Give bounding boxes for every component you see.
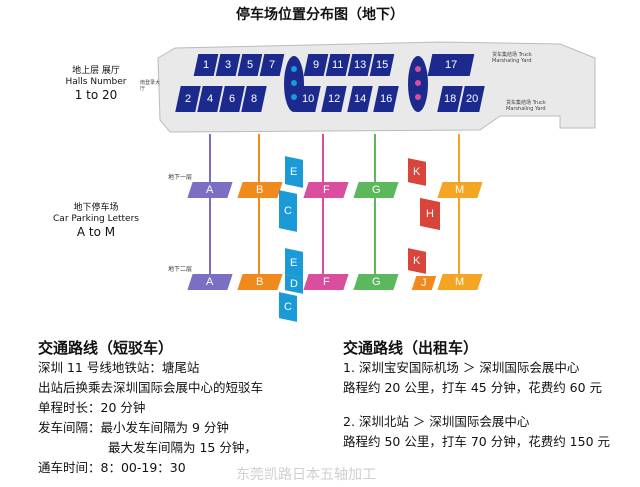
halls-label-en: Halls Number	[65, 77, 127, 87]
page-title: 停车场位置分布图（地下）	[236, 7, 404, 23]
connector-b	[258, 134, 260, 282]
parking-b2-m[interactable]: M	[437, 274, 483, 290]
parking-b2-e[interactable]: E	[285, 248, 303, 278]
connector-g	[374, 134, 376, 282]
shuttle-transfer: 出站后换乘去深圳国际会展中心的短驳车	[38, 380, 264, 395]
truck-yard-south-text: 货车集结场 Truck Marshaling Yard	[506, 100, 546, 112]
floor-b1-label: 地下一层	[168, 174, 193, 181]
parking-b1-c[interactable]: C	[279, 190, 297, 232]
parking-b1-b[interactable]: B	[237, 182, 283, 198]
parking-b2-f[interactable]: F	[303, 274, 349, 290]
floor-b2-label: 地下二层	[168, 266, 193, 273]
taxi-info: 1. 深圳宝安国际机场 ＞ 深圳国际会展中心 路程约 20 公里，打车 45 分…	[343, 358, 633, 452]
taxi-detail-2: 路程约 50 公里，打车 70 分钟，花费约 150 元	[343, 434, 611, 449]
parking-label-cn: 地下停车场	[73, 203, 119, 213]
halls-label: 地上层 展厅 Halls Number 1 to 20	[36, 66, 156, 102]
shuttle-info: 深圳 11 号线地铁站：塘尾站 出站后换乘去深圳国际会展中心的短驳车 单程时长：…	[38, 358, 328, 478]
parking-b1-e[interactable]: E	[285, 156, 303, 188]
shuttle-interval-min: 发车间隔：最小发车间隔为 9 分钟	[38, 420, 229, 435]
connector-f	[322, 134, 324, 282]
parking-b2-c[interactable]: C	[279, 292, 297, 322]
parking-label-range: A to M	[76, 225, 116, 239]
halls-label-cn: 地上层 展厅	[72, 66, 120, 76]
parking-b2-b[interactable]: B	[237, 274, 283, 290]
taxi-detail-1: 路程约 20 公里，打车 45 分钟，花费约 60 元	[343, 380, 603, 395]
truck-yard-north-text: 货车集结场 Truck Marshaling Yard	[492, 52, 532, 64]
marker-dot	[415, 94, 421, 100]
parking-b1-a[interactable]: A	[187, 182, 233, 198]
connector-a	[209, 134, 211, 282]
marker-dot	[291, 66, 297, 72]
taxi-route-1: 1. 深圳宝安国际机场 ＞ 深圳国际会展中心	[343, 360, 580, 375]
south-entrance-text: 南登录大厅	[140, 80, 161, 92]
parking-label-en: Car Parking Letters	[53, 214, 139, 224]
shuttle-interval-max: 最大发车间隔为 15 分钟，	[108, 440, 257, 455]
marker-dot	[415, 66, 421, 72]
marker-dot	[291, 80, 297, 86]
taxi-route-2: 2. 深圳北站 ＞ 深圳国际会展中心	[343, 414, 530, 429]
parking-b2-a[interactable]: A	[187, 274, 233, 290]
watermark: 东莞凯路日本五轴加工	[236, 467, 376, 483]
parking-label: 地下停车场 Car Parking Letters A to M	[36, 203, 156, 239]
parking-b1-g[interactable]: G	[353, 182, 399, 198]
hall-17[interactable]: 17	[427, 54, 475, 76]
taxi-heading: 交通路线（出租车）	[343, 339, 479, 357]
venue-outline	[157, 41, 596, 133]
connector-m	[458, 134, 460, 282]
shuttle-duration: 单程时长：20 分钟	[38, 400, 146, 415]
parking-b2-j[interactable]: J	[411, 276, 437, 290]
shuttle-hours: 通车时间：8：00-19：30	[38, 460, 186, 475]
parking-b2-g[interactable]: G	[353, 274, 399, 290]
marker-dot	[291, 94, 297, 100]
shuttle-station: 深圳 11 号线地铁站：塘尾站	[38, 360, 200, 375]
shuttle-heading: 交通路线（短驳车）	[38, 339, 174, 357]
parking-b1-h[interactable]: H	[420, 197, 440, 231]
parking-b1-k[interactable]: K	[408, 158, 426, 186]
parking-b1-m[interactable]: M	[437, 182, 483, 198]
parking-b2-d[interactable]: D	[285, 274, 303, 294]
marker-dot	[415, 80, 421, 86]
parking-b2-k[interactable]: K	[408, 248, 426, 274]
halls-label-range: 1 to 20	[74, 88, 118, 102]
parking-b1-f[interactable]: F	[303, 182, 349, 198]
